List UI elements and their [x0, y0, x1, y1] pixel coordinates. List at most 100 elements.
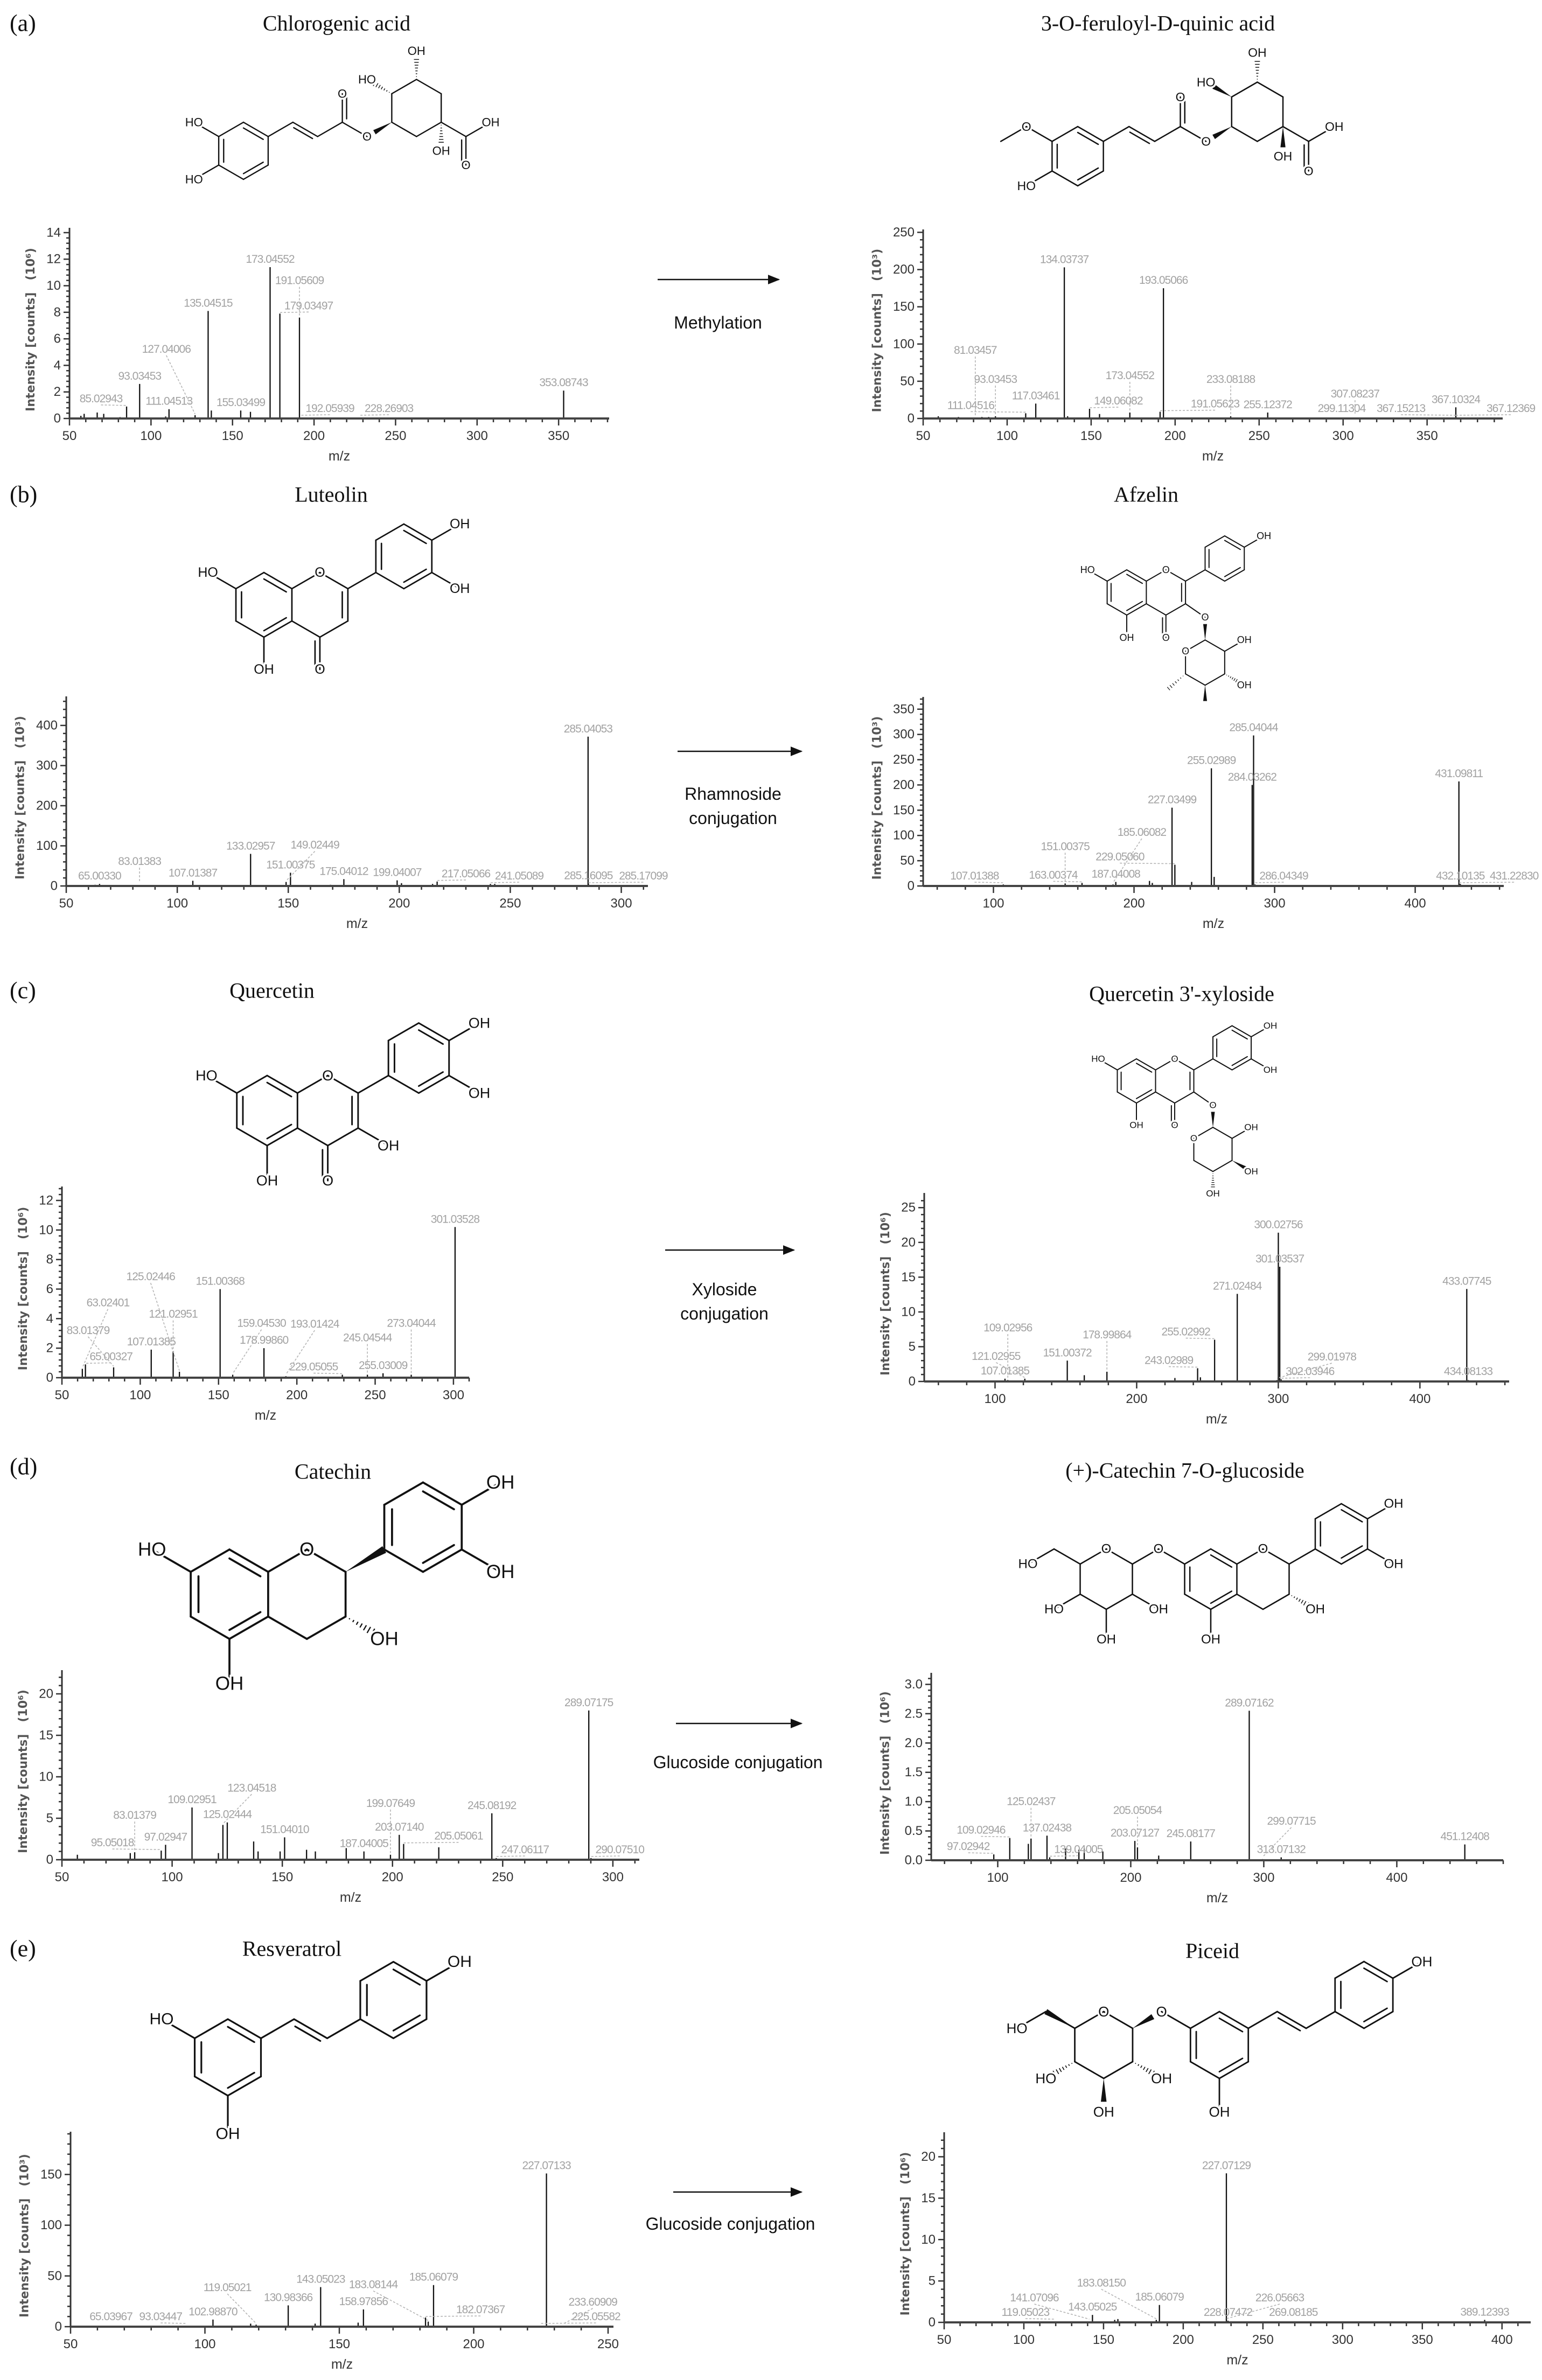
peak-label: 228.07472 [1204, 2306, 1253, 2319]
y-tick-label: 8 [46, 1252, 53, 1267]
peak-label: 139.04005 [1054, 1844, 1103, 1856]
x-axis-title: m/z [346, 916, 368, 931]
atom-label-oh: OH [1237, 680, 1252, 690]
bond [1218, 2061, 1250, 2079]
peak-label: 307.08237 [1331, 388, 1380, 400]
bond [1257, 125, 1284, 142]
y-tick-label: 20 [901, 1235, 916, 1250]
y-tick-label: 0 [54, 411, 61, 426]
peak-label: 431.09811 [1435, 767, 1483, 780]
bond [327, 1074, 359, 1094]
y-tick-label: 3.0 [905, 1677, 923, 1692]
peak-label: 434.08133 [1444, 1365, 1493, 1378]
x-tick-label: 300 [443, 1388, 464, 1402]
peak-label: 97.02947 [144, 1831, 187, 1843]
bond [387, 1022, 420, 1042]
peak-label: 130.98366 [264, 2291, 313, 2304]
peak-label: 241.05089 [495, 870, 544, 882]
x-tick-label: 150 [277, 896, 299, 911]
hash-bond [375, 83, 379, 87]
peak-label: 65.00330 [78, 870, 121, 882]
peak-label-leader [87, 1336, 114, 1367]
peak-label: 151.00375 [266, 859, 315, 871]
wedge-bond [1203, 624, 1208, 640]
hash-bond [1301, 1600, 1304, 1604]
peak-label-leader [227, 2293, 257, 2324]
bond [1363, 2011, 1394, 2029]
atom-label-oh: OH [1201, 1632, 1220, 1647]
atom-label-oh: OH [486, 1472, 515, 1493]
x-tick-label: 300 [1264, 896, 1286, 911]
bond [1106, 569, 1127, 582]
wedge-bond [1212, 127, 1232, 139]
peak-label: 111.04513 [145, 395, 192, 408]
peak-label: 63.02401 [87, 1297, 130, 1309]
peak-label: 187.04008 [1092, 868, 1141, 880]
x-tick-label: 100 [140, 429, 162, 443]
peak-label-leader [1160, 409, 1215, 411]
bond [1218, 2057, 1244, 2072]
bond [1231, 1127, 1252, 1139]
bond [1126, 603, 1147, 616]
x-tick-label: 200 [1173, 2333, 1194, 2347]
atom-label-o: O [1101, 1542, 1112, 1557]
bond [1236, 1548, 1264, 1565]
x-tick-label: 150 [1093, 2333, 1114, 2347]
y-axis-label: Intensity [counts] [879, 1257, 892, 1376]
peak-label-leader [403, 1841, 459, 1844]
y-axis-label: Intensity [counts] [14, 760, 27, 880]
bond [1105, 1548, 1133, 1565]
bond [392, 1960, 428, 1982]
hash-bond [1233, 678, 1236, 681]
x-axis-title: m/z [340, 1890, 361, 1905]
bond [1193, 1127, 1214, 1139]
hash-bond [373, 81, 376, 86]
y-tick-label: 400 [36, 718, 58, 732]
x-tick-label: 150 [208, 1388, 229, 1402]
atom-label-o: O [1162, 564, 1170, 575]
peak-label: 125.02437 [1007, 1796, 1056, 1808]
peak-label-leader [150, 1282, 180, 1371]
bond [375, 571, 405, 590]
bond [1079, 1593, 1107, 1610]
x-axis-title: m/z [329, 449, 350, 464]
compound-title: Piceid [1185, 1939, 1239, 1963]
bond [1210, 1548, 1238, 1565]
atom-label-oh: OH [1093, 2104, 1114, 2120]
bond [1231, 1056, 1248, 1066]
transformation-label: Glucoside conjugation [653, 1753, 823, 1772]
bond [292, 121, 318, 137]
peak-label: 191.05609 [275, 275, 324, 287]
bond [1308, 125, 1335, 142]
bond [293, 127, 313, 139]
bond [1224, 535, 1245, 548]
peak-label: 133.02957 [226, 840, 275, 852]
bond [305, 1548, 347, 1573]
x-tick-label: 50 [62, 429, 77, 443]
atom-label-o: O [1258, 1542, 1268, 1557]
peak-label: 451.12408 [1441, 1831, 1490, 1843]
x-tick-label: 50 [937, 2333, 952, 2347]
y-tick-label: 12 [46, 252, 61, 267]
y-tick-label: 50 [47, 2269, 62, 2283]
peak-label-leader [82, 1309, 109, 1368]
hash-bond [1237, 680, 1240, 684]
atom-label-ho: HO [198, 565, 218, 580]
peak-label: 229.05055 [289, 1361, 338, 1373]
x-tick-label: 150 [271, 1870, 293, 1885]
hash-bond [1062, 2067, 1065, 2070]
peak-label: 233.60909 [569, 2296, 618, 2308]
bond [1204, 535, 1225, 548]
bond [1363, 1967, 1388, 1983]
bond [1105, 1593, 1133, 1610]
y-tick-label: 5 [929, 2274, 936, 2288]
atom-label-o: O [1182, 646, 1189, 657]
bond [296, 1074, 329, 1094]
peak-label: 233.08188 [1206, 373, 1255, 386]
peak-label: 367.10324 [1432, 393, 1481, 406]
y-tick-label: 150 [40, 2167, 62, 2182]
